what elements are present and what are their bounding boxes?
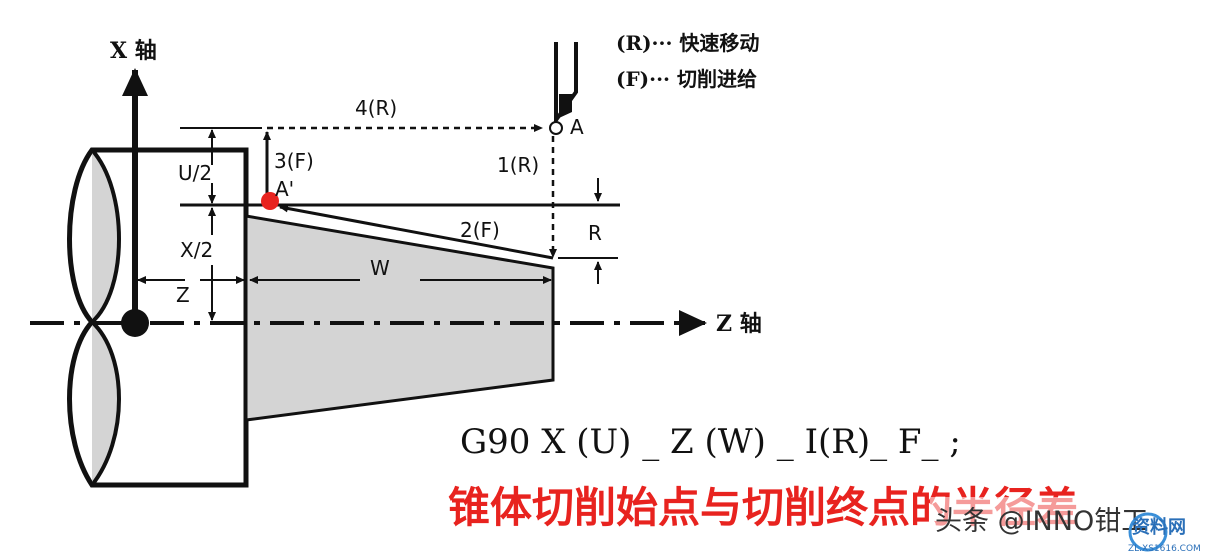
w-label: W [370,256,390,280]
workpiece [67,147,555,488]
taper-cone [244,214,555,422]
g90-formula: G90 X (U) _ Z (W) _ I(R)_ F_ ; [460,422,961,462]
path-4-label: 4(R) [355,96,397,120]
path-2-feed [279,204,554,260]
legend-rapid: (R)··· 快速移动 [616,31,759,55]
start-point-label: A [570,115,584,139]
z-label: Z [176,283,190,307]
u-half-label: U/2 [178,161,212,185]
x-axis-label: X 轴 [110,38,157,64]
watermark-source: 头条 @INNO钳工 [935,506,1148,537]
tool-tip [559,94,572,118]
site-logo-text: 资料网 [1132,516,1186,538]
watermark-backdrop [930,497,1126,539]
path-2-label: 2(F) [460,218,500,242]
site-logo: 资料网 ZL.XS1616.COM [1128,512,1201,554]
origin-point [121,309,149,337]
site-url-text: ZL.XS1616.COM [1128,544,1201,554]
site-logo-icon [1128,512,1168,552]
path-3-label: 3(F) [274,149,314,173]
x-half-label: X/2 [180,238,213,262]
end-point-label: A' [275,177,294,201]
end-point-a-prime [261,192,279,210]
path-1-label: 1(R) [497,153,539,177]
z-axis-label: Z 轴 [716,311,762,337]
start-point-a [549,121,563,135]
legend-feed: (F)··· 切削进给 [616,67,757,91]
cutting-tool [554,42,578,127]
r-label: R [588,221,602,245]
